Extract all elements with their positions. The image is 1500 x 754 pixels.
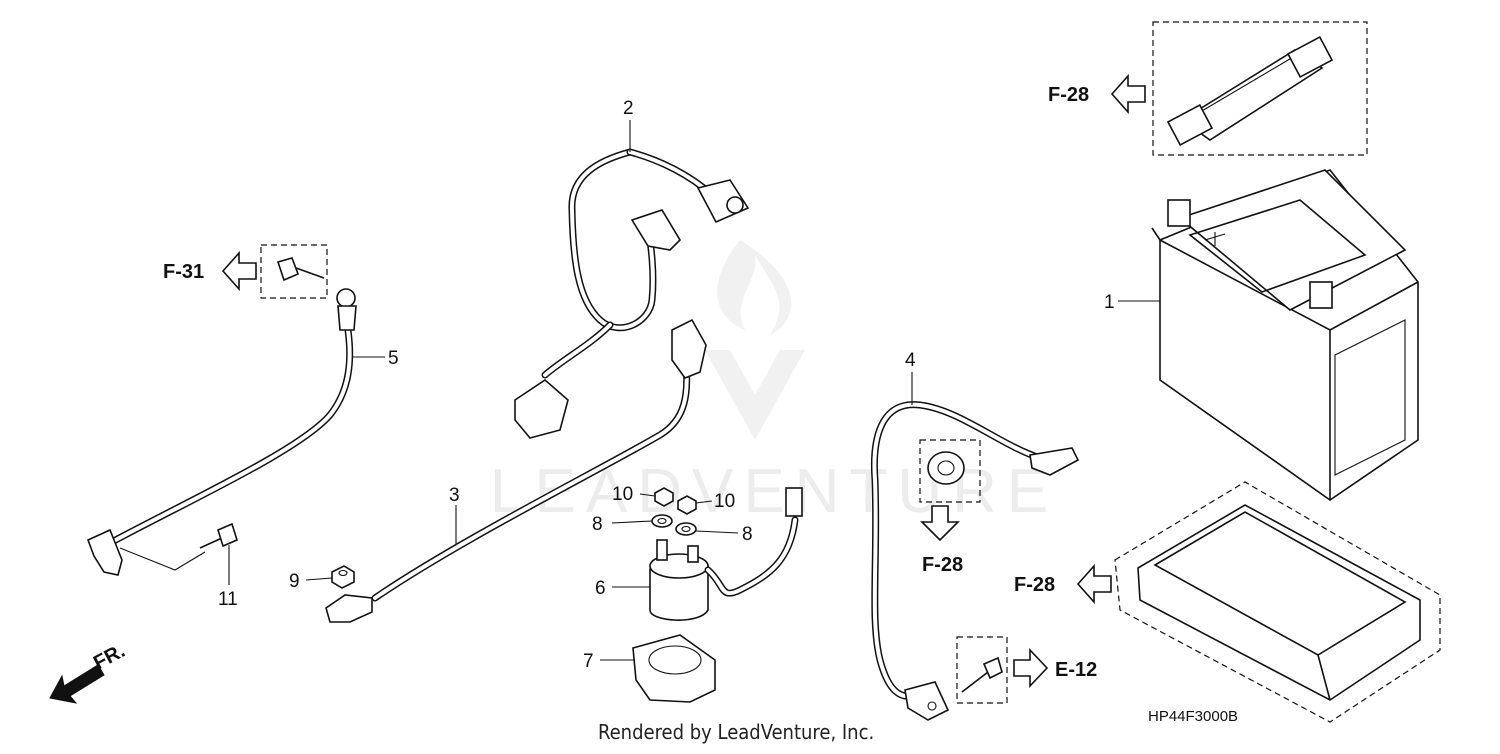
svg-text:F-28: F-28 (1014, 574, 1055, 596)
callout-2: 2 (623, 98, 634, 152)
battery-tray[interactable] (1114, 481, 1441, 723)
watermark-logo (705, 240, 805, 440)
svg-text:6: 6 (595, 578, 606, 599)
battery-strap[interactable] (1152, 21, 1368, 156)
ref-arrow-f28-grommet[interactable]: F-28 (920, 505, 963, 576)
battery-cable-part-5[interactable] (86, 288, 357, 576)
starter-relay-part-6[interactable] (649, 487, 803, 621)
svg-text:10: 10 (714, 491, 735, 512)
credit-text: Rendered by LeadVenture, Inc. (598, 720, 874, 744)
drawing-code: HP44F3000B (1148, 708, 1238, 725)
grommet-part[interactable] (919, 439, 981, 503)
svg-text:8: 8 (742, 524, 753, 545)
ref-arrow-f28-strap[interactable]: F-28 (1048, 73, 1146, 115)
battery-part-1[interactable] (1151, 169, 1419, 501)
svg-text:F-28: F-28 (1048, 84, 1089, 106)
svg-text:3: 3 (449, 485, 460, 506)
callout-5: 5 (352, 348, 399, 369)
callout-1: 1 (1104, 292, 1160, 313)
callout-10b: 10 (695, 491, 735, 512)
svg-text:11: 11 (218, 589, 238, 610)
svg-text:8: 8 (592, 514, 603, 535)
callout-7: 7 (583, 651, 635, 672)
callout-6: 6 (595, 578, 650, 599)
svg-text:F-28: F-28 (922, 554, 963, 576)
starter-cable-part-3[interactable] (325, 318, 707, 623)
callout-4: 4 (905, 350, 916, 405)
wire-harness-part-2[interactable] (514, 148, 750, 439)
callout-9: 9 (289, 571, 333, 592)
callout-8a: 8 (592, 514, 653, 535)
svg-text:E-12: E-12 (1055, 659, 1097, 681)
callout-3: 3 (449, 485, 460, 545)
ground-cable-part-4[interactable] (870, 401, 1080, 721)
ref-arrow-e12-bolt[interactable]: E-12 (1013, 647, 1097, 689)
bolt-part-11[interactable] (199, 522, 238, 549)
nut-part-10[interactable] (654, 487, 697, 515)
callout-11: 11 (218, 545, 238, 610)
relay-holder-part-7[interactable] (632, 634, 716, 703)
svg-text:10: 10 (612, 484, 633, 505)
ref-arrow-f31-bolt[interactable]: F-31 (163, 250, 257, 292)
svg-text:1: 1 (1104, 292, 1115, 313)
callout-10a: 10 (612, 484, 656, 505)
svg-text:7: 7 (583, 651, 594, 672)
svg-text:4: 4 (905, 350, 916, 371)
ground-bolt-part[interactable] (956, 636, 1008, 704)
svg-text:F-31: F-31 (163, 261, 204, 283)
svg-text:9: 9 (289, 571, 300, 592)
terminal-bolt-part[interactable] (260, 244, 328, 299)
front-direction-arrow-icon: FR. (49, 640, 129, 704)
watermark-text: LEADVENTURE (490, 457, 1058, 526)
svg-text:2: 2 (623, 98, 634, 119)
ref-arrow-f28-tray[interactable]: F-28 (1014, 563, 1112, 605)
svg-text:5: 5 (388, 348, 399, 369)
nut-part-9[interactable] (331, 565, 355, 589)
callout-8b: 8 (695, 524, 753, 545)
